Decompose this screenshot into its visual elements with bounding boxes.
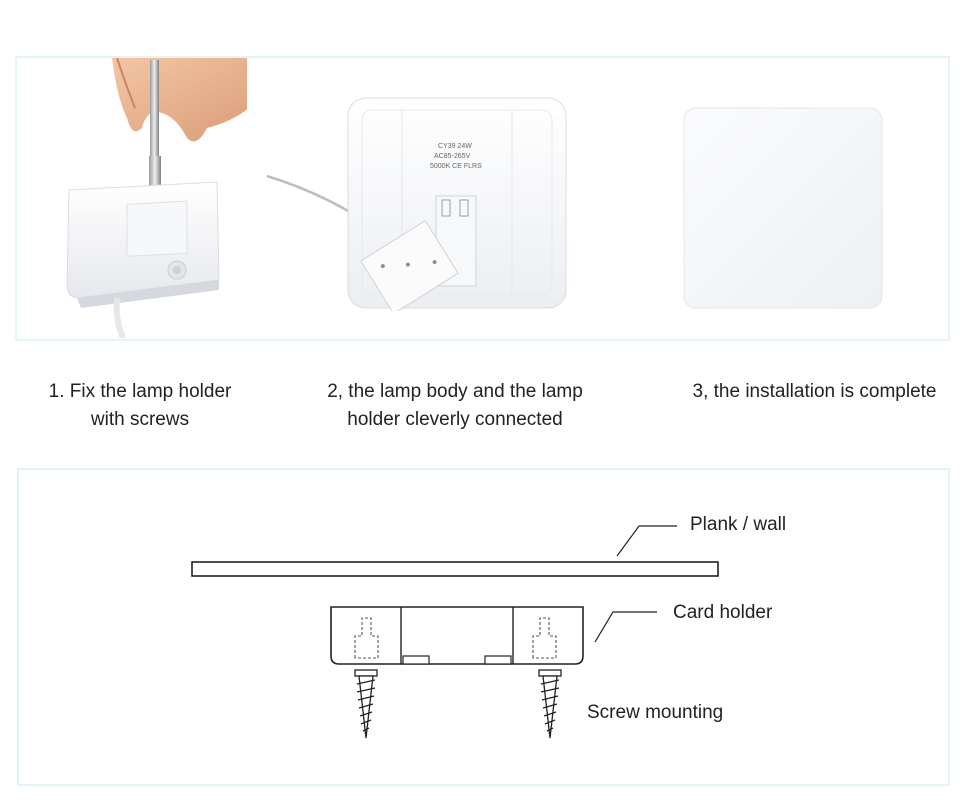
product-label-line3: 5000K CE FLRS: [430, 163, 482, 170]
installation-steps-panel: CY39 24W AC85-265V 5000K CE FLRS: [15, 56, 950, 341]
hand: [112, 58, 247, 142]
left-keyhole-slot: [354, 617, 379, 659]
step2-caption-line2: holder cleverly connected: [347, 409, 563, 430]
card-holder-label: Card holder: [673, 602, 773, 623]
mounting-diagram-panel: Plank / wall Card holder Screw mounting: [17, 468, 950, 786]
holder-leader-line: [594, 611, 657, 643]
mounting-diagram: [191, 525, 719, 739]
step2-photo: CY39 24W AC85-265V 5000K CE FLRS: [266, 97, 567, 311]
step3-caption: 3, the installation is complete: [672, 378, 957, 406]
product-label-line2: AC85-265V: [434, 153, 471, 160]
step3-photo: [683, 107, 883, 309]
step1-caption-line1: 1. Fix the lamp holder: [48, 381, 232, 402]
card-holder: [330, 606, 584, 665]
step3-caption-line1: 3, the installation is complete: [692, 381, 937, 402]
step2-caption-line1: 2, the lamp body and the lamp: [327, 381, 583, 402]
step1-photo: [66, 58, 247, 338]
plank-wall: [191, 561, 719, 577]
step1-caption-line2: with screws: [90, 409, 190, 430]
plank-wall-label: Plank / wall: [690, 514, 787, 535]
right-screw: [538, 669, 562, 739]
screw-mounting-label: Screw mounting: [587, 702, 724, 723]
plank-leader-line: [616, 525, 677, 557]
step1-caption: 1. Fix the lamp holder with screws: [20, 378, 260, 434]
left-screw: [354, 669, 378, 739]
step2-caption: 2, the lamp body and the lamp holder cle…: [300, 378, 610, 434]
product-label-line1: CY39 24W: [438, 143, 472, 150]
right-keyhole-slot: [532, 617, 557, 659]
